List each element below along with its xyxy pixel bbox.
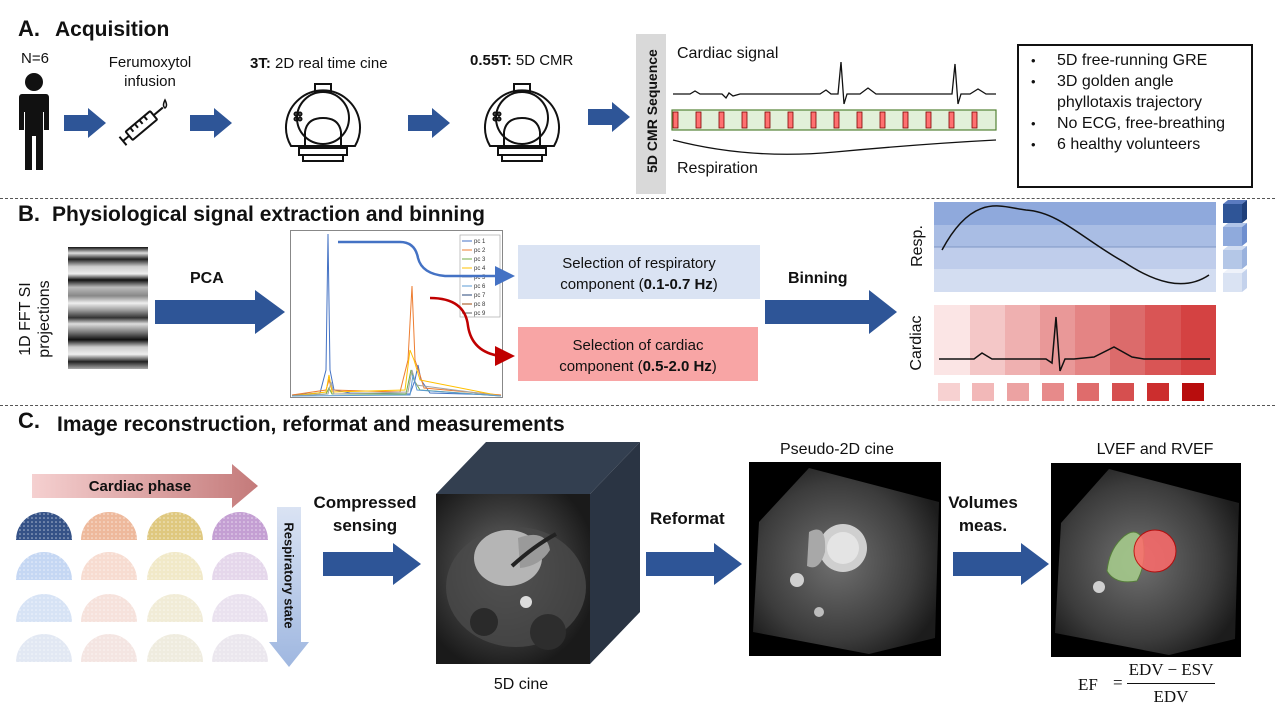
cardiac-axis-label: Cardiac	[908, 315, 925, 371]
cardiac-bin-cubes	[938, 383, 1204, 401]
pca-label: PCA	[190, 270, 224, 287]
arrow-icon	[155, 290, 285, 334]
formula-denominator: EDV	[1153, 687, 1189, 706]
formula-lhs: EF	[1078, 675, 1098, 694]
respiratory-state-arrow	[269, 507, 309, 667]
cardiac-bins	[934, 305, 1216, 401]
sequence-details-box: 5D free-running GRE 3D golden angle phyl…	[1017, 44, 1253, 188]
arrow-icon	[64, 108, 106, 138]
respiratory-selection-box: Selection of respiratory component (0.1-…	[518, 245, 760, 299]
resp-bin-cubes	[1223, 200, 1247, 292]
sequence-label: 5D CMR Sequence	[644, 49, 660, 173]
section-a-letter: A.	[18, 16, 40, 41]
section-divider	[0, 198, 1275, 199]
cine-5d-volume	[436, 442, 640, 664]
arrow-icon	[190, 108, 232, 138]
arrow-icon	[323, 543, 421, 585]
respiration-label: Respiration	[677, 160, 758, 177]
bullet-item: 3D golden angle phyllotaxis trajectory	[1031, 71, 1245, 113]
binning-label: Binning	[788, 270, 848, 287]
reformat-label: Reformat	[650, 509, 725, 528]
svg-text:pc 1: pc 1	[474, 239, 486, 245]
formula-equals: =	[1113, 673, 1123, 692]
section-b-letter: B.	[18, 201, 40, 226]
arrow-icon	[646, 543, 742, 585]
section-divider	[0, 405, 1275, 406]
arrow-icon	[588, 102, 630, 132]
cardiac-arrow	[429, 296, 515, 366]
cardiac-phase-arrow	[32, 464, 258, 508]
bullet-item: 5D free-running GRE	[1031, 50, 1245, 71]
mri-scanner-icon	[484, 83, 560, 162]
scanner-055t-label: 0.55T: 5D CMR	[470, 52, 574, 69]
respiration-trace	[672, 139, 997, 155]
bullet-item: No ECG, free-breathing	[1031, 113, 1245, 134]
formula-numerator: EDV − ESV	[1128, 660, 1214, 679]
ef-title-label: LVEF and RVEF	[1096, 441, 1214, 458]
ef-formula: EF = EDV − ESV EDV	[1073, 658, 1223, 708]
svg-text:pc 2: pc 2	[474, 248, 486, 254]
sequence-diagram	[671, 61, 997, 155]
plot-legend: pc 1 pc 2 pc 3 pc 4 pc 5 pc 6 pc 7 pc 8 …	[474, 239, 486, 317]
arrow-icon	[953, 543, 1049, 585]
projection-image	[68, 247, 148, 369]
cardiac-selection-box: Selection of cardiac component (0.5-2.0 …	[518, 327, 758, 381]
ecg-trace	[673, 61, 996, 105]
svg-text:pc 4: pc 4	[474, 266, 486, 272]
selection-arrows	[338, 240, 515, 366]
section-b-title: Physiological signal extraction and binn…	[52, 203, 485, 226]
person-icon	[19, 73, 49, 170]
cardiac-phase-label: Cardiac phase	[88, 478, 192, 495]
svg-text:pc 6: pc 6	[474, 284, 486, 290]
lv-segmentation	[1133, 529, 1177, 573]
fraction-bar	[1127, 683, 1215, 684]
respiratory-arrow	[338, 240, 515, 286]
section-a-title: Acquisition	[55, 18, 170, 41]
kspace-bin-grid	[16, 512, 268, 662]
respiratory-state-label: Respiratory state	[281, 522, 297, 629]
pseudo-2d-cine-image	[749, 462, 941, 656]
svg-text:pc 9: pc 9	[474, 311, 486, 317]
arrow-icon	[765, 290, 897, 334]
svg-text:pc 5: pc 5	[474, 275, 486, 281]
cine-5d-label: 5D cine	[493, 676, 549, 693]
mri-scanner-icon	[285, 83, 361, 162]
svg-text:pc 3: pc 3	[474, 257, 486, 263]
pca-spectrum-plot: pc 1 pc 2 pc 3 pc 4 pc 5 pc 6 pc 7 pc 8 …	[290, 230, 503, 398]
resp-axis-label: Resp.	[909, 225, 926, 267]
scanner-3t-label: 3T: 2D real time cine	[250, 55, 388, 72]
pseudo-2d-label: Pseudo-2D cine	[780, 441, 894, 458]
arrow-icon	[408, 108, 450, 138]
section-c-title: Image reconstruction, reformat and measu…	[57, 413, 565, 436]
readout-blocks	[672, 111, 978, 129]
subject-count: N=6	[21, 50, 49, 67]
svg-text:pc 8: pc 8	[474, 302, 486, 308]
bullet-item: 6 healthy volunteers	[1031, 134, 1245, 155]
syringe-icon	[118, 98, 168, 146]
segmentation-image	[1051, 463, 1241, 657]
svg-text:pc 7: pc 7	[474, 293, 486, 299]
section-c-letter: C.	[18, 408, 40, 433]
cardiac-signal-label: Cardiac signal	[677, 45, 779, 62]
respiratory-bins	[934, 200, 1247, 292]
sequence-label-bar	[636, 34, 666, 194]
